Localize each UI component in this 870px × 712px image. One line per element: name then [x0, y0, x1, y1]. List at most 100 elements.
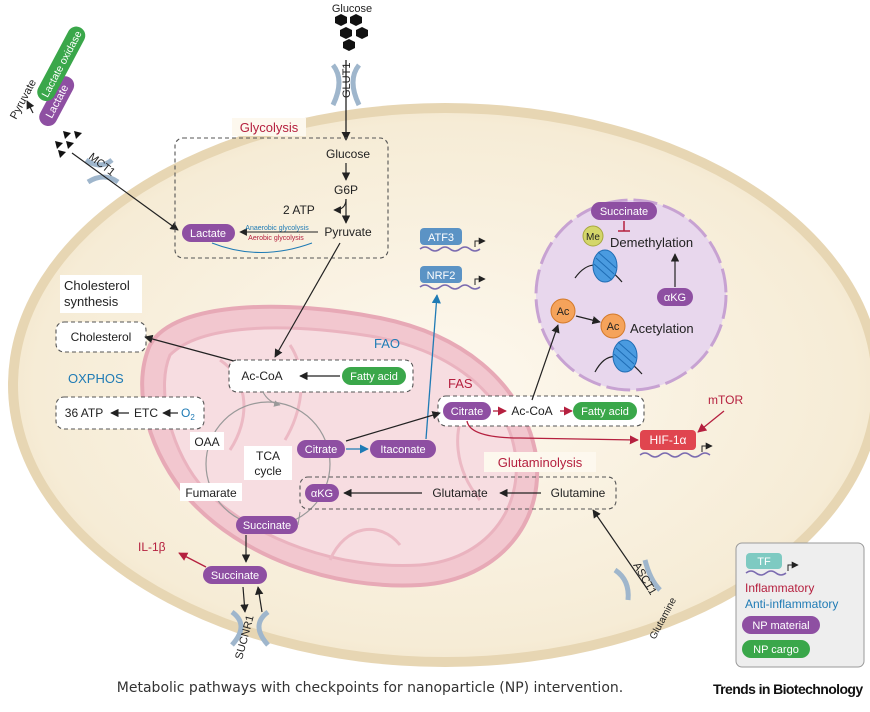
pyruvate-outside-label: Pyruvate	[8, 77, 39, 121]
succinate-export-arrow-2	[255, 586, 264, 613]
glutamine-label: Glutamine	[551, 486, 606, 500]
legend-inflammatory-label: Inflammatory	[745, 581, 814, 595]
succinate-to-hif-arrow	[297, 511, 301, 526]
atf3-dna-icon	[419, 246, 481, 252]
legend-np-material-label: NP material	[752, 620, 809, 632]
cholesterol-label: Cholesterol	[71, 330, 132, 344]
mct1-transporter	[84, 157, 120, 185]
nucleus-akg-label: αKG	[664, 292, 686, 304]
mtor-label: mTOR	[708, 393, 743, 407]
fatty-acid-label: Fatty acid	[350, 371, 398, 383]
nrf2-label: NRF2	[427, 270, 456, 282]
legend-np-material-pill	[742, 616, 820, 634]
legend-anti-inflammatory-label: Anti-inflammatory	[745, 597, 838, 611]
glutamate-label: Glutamate	[432, 486, 488, 500]
legend-np-cargo-label: NP cargo	[753, 644, 799, 656]
figure-caption: Metabolic pathways with checkpoints for …	[116, 680, 624, 696]
anaerobic-glycolysis-label: Anaerobic glycolysis	[245, 225, 309, 232]
oxphos-title: OXPHOS	[68, 371, 124, 386]
fumarate-label: Fumarate	[185, 486, 237, 500]
succinate-export-arrow-1	[240, 586, 249, 613]
nucleus-akg-pill	[657, 288, 693, 306]
fas-citrate-label: Citrate	[451, 406, 483, 418]
o2-label: O2	[181, 406, 195, 422]
succinate-to-il1b-arrow	[178, 552, 207, 568]
citrate-to-hif-arrow	[466, 420, 639, 445]
atf3-label: ATF3	[428, 232, 454, 244]
fao-title: FAO	[374, 336, 400, 351]
nucleosome-icon-1	[574, 249, 623, 283]
oaa-bg	[190, 432, 224, 450]
oaa-label: OAA	[194, 435, 219, 449]
acetyl-coa-to-cholesterol-arrow	[144, 334, 246, 365]
itaconate-label: Itaconate	[380, 444, 425, 456]
fas-title: FAS	[448, 376, 473, 391]
nrf2-pill	[420, 266, 462, 283]
me-circle	[582, 225, 604, 247]
fas-citrate-pill	[443, 402, 491, 420]
atf3-promoter-icon	[474, 237, 486, 247]
g6p-label: G6P	[334, 183, 358, 197]
ac-transfer-arrow	[575, 315, 601, 325]
tca-center-bg	[244, 446, 292, 480]
hif1a-dna-icon	[639, 452, 711, 458]
ac-label-2: Ac	[607, 321, 620, 333]
lactate-recycle-curve	[211, 242, 313, 253]
glucose-outside-label: Glucose	[332, 3, 372, 15]
lactate-pill	[182, 224, 235, 242]
lactate-triangles-icon	[55, 131, 82, 158]
lactate-label: Lactate	[190, 228, 226, 240]
ac-circle-1	[550, 298, 576, 324]
etc-label: ETC	[134, 406, 158, 420]
nucleus	[534, 198, 728, 392]
pyruvate-label: Pyruvate	[324, 225, 372, 239]
tca-flow-arrow-1	[262, 391, 281, 407]
tca-cycle-line2: cycle	[254, 464, 282, 478]
legend: TF Inflammatory Anti-inflammatory NP mat…	[735, 542, 865, 668]
akg-label: αKG	[311, 488, 333, 500]
glycolysis-title: Glycolysis	[240, 120, 299, 135]
lactate-export-arrow	[71, 152, 179, 231]
nrf2-dna-icon	[419, 284, 481, 290]
succinate-label: Succinate	[243, 520, 291, 532]
succinate-inhibit-line	[618, 221, 630, 232]
legend-dna-icon	[745, 570, 787, 576]
itaconate-pill	[370, 440, 436, 458]
pyruvate-to-acetyl-coa-arrow	[274, 242, 341, 358]
two-atp-label: 2 ATP	[283, 203, 315, 217]
succinate-cytoplasm-pill	[203, 566, 267, 584]
hif1a-label: HIF-1α	[650, 433, 687, 447]
oxphos-box	[55, 396, 205, 430]
hif1a-promoter-icon	[701, 442, 713, 452]
acetyl-coa-label: Ac-CoA	[241, 369, 282, 383]
akg-pill	[305, 484, 339, 502]
lactate-to-pyruvate-arrow	[26, 100, 35, 114]
legend-tf-label: TF	[757, 556, 771, 568]
journal-brand: Trends in Biotechnology	[713, 681, 863, 697]
glutaminolysis-title-bg	[484, 452, 596, 472]
thirty-six-atp-label: 36 ATP	[65, 406, 103, 420]
glutaminolysis-box	[299, 476, 617, 510]
cholesterol-title-bg	[60, 275, 142, 313]
glut1-transporter	[330, 63, 362, 107]
nucleus-succinate-pill	[591, 202, 657, 220]
ac-label-1: Ac	[557, 306, 570, 318]
glycolysis-box	[174, 137, 389, 259]
fas-acetyl-coa-to-nucleus-arrow	[531, 324, 560, 401]
nucleosome-icon-2	[594, 339, 643, 375]
cholesterol-title-line2: synthesis	[64, 294, 119, 309]
ac-circle-2	[600, 313, 626, 339]
succinate-pill	[236, 516, 298, 534]
legend-np-cargo-pill	[742, 640, 810, 658]
legend-tf-pill	[746, 553, 782, 569]
asct1-transporter	[613, 559, 662, 601]
me-label: Me	[586, 232, 600, 243]
atf3-pill	[420, 228, 462, 245]
demethylation-label: Demethylation	[610, 235, 693, 250]
nucleus-succinate-label: Succinate	[600, 206, 648, 218]
cholesterol-title-line1: Cholesterol	[64, 278, 130, 293]
glutamine-import-arrow	[592, 509, 649, 591]
glucose-label: Glucose	[326, 147, 370, 161]
glutaminolysis-title: Glutaminolysis	[498, 455, 583, 470]
